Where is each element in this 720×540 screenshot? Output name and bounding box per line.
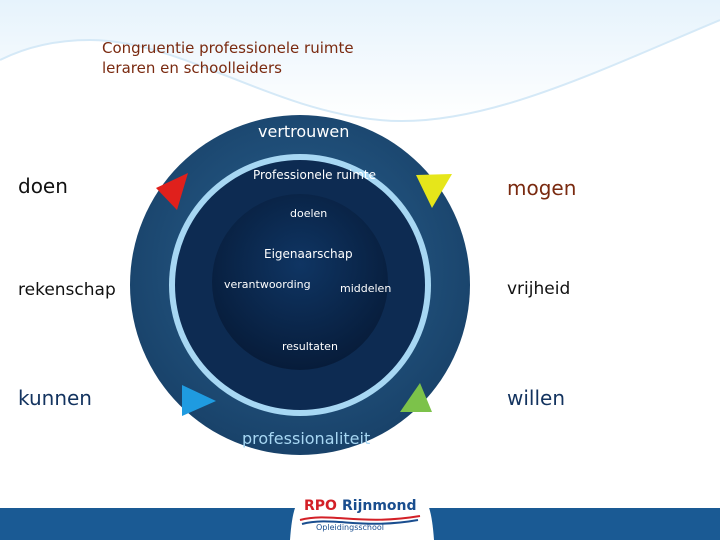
brand-name-rijnmond: Rijnmond [342, 498, 417, 514]
label-vertrouwen: vertrouwen [258, 122, 350, 141]
triangle-bottom-left [182, 385, 216, 416]
label-professionele-ruimte: Professionele ruimte [253, 168, 376, 182]
brand-name-rpo: RPO [304, 498, 337, 514]
slide-title: Congruentie professionele ruimte leraren… [102, 39, 354, 77]
triangle-bottom-right [400, 383, 432, 412]
label-doelen: doelen [290, 207, 328, 220]
triangle-top-left [156, 173, 188, 210]
background-wave-line [0, 19, 720, 122]
brand-wave-blue [301, 519, 419, 525]
side-label-mogen: mogen [507, 176, 577, 200]
brand-wave-red [299, 515, 421, 521]
inner-disc [212, 194, 388, 370]
triangle-top-right [416, 174, 452, 208]
brand-subtitle: Opleidingsschool [316, 523, 385, 532]
label-middelen: middelen [340, 282, 392, 295]
side-label-kunnen: kunnen [18, 386, 92, 410]
side-label-vrijheid: vrijheid [507, 279, 571, 299]
label-verantwoording: verantwoording [224, 278, 311, 291]
background-wave [0, 0, 720, 122]
brand-logo: RPO Rijnmond Opleidingsschool [284, 494, 430, 540]
label-eigenaarschap: Eigenaarschap [264, 247, 353, 261]
side-label-willen: willen [507, 386, 566, 410]
label-resultaten: resultaten [282, 340, 338, 353]
label-professionaliteit: professionaliteit [242, 429, 371, 448]
side-label-doen: doen [18, 174, 68, 198]
side-label-rekenschap: rekenschap [18, 280, 116, 300]
